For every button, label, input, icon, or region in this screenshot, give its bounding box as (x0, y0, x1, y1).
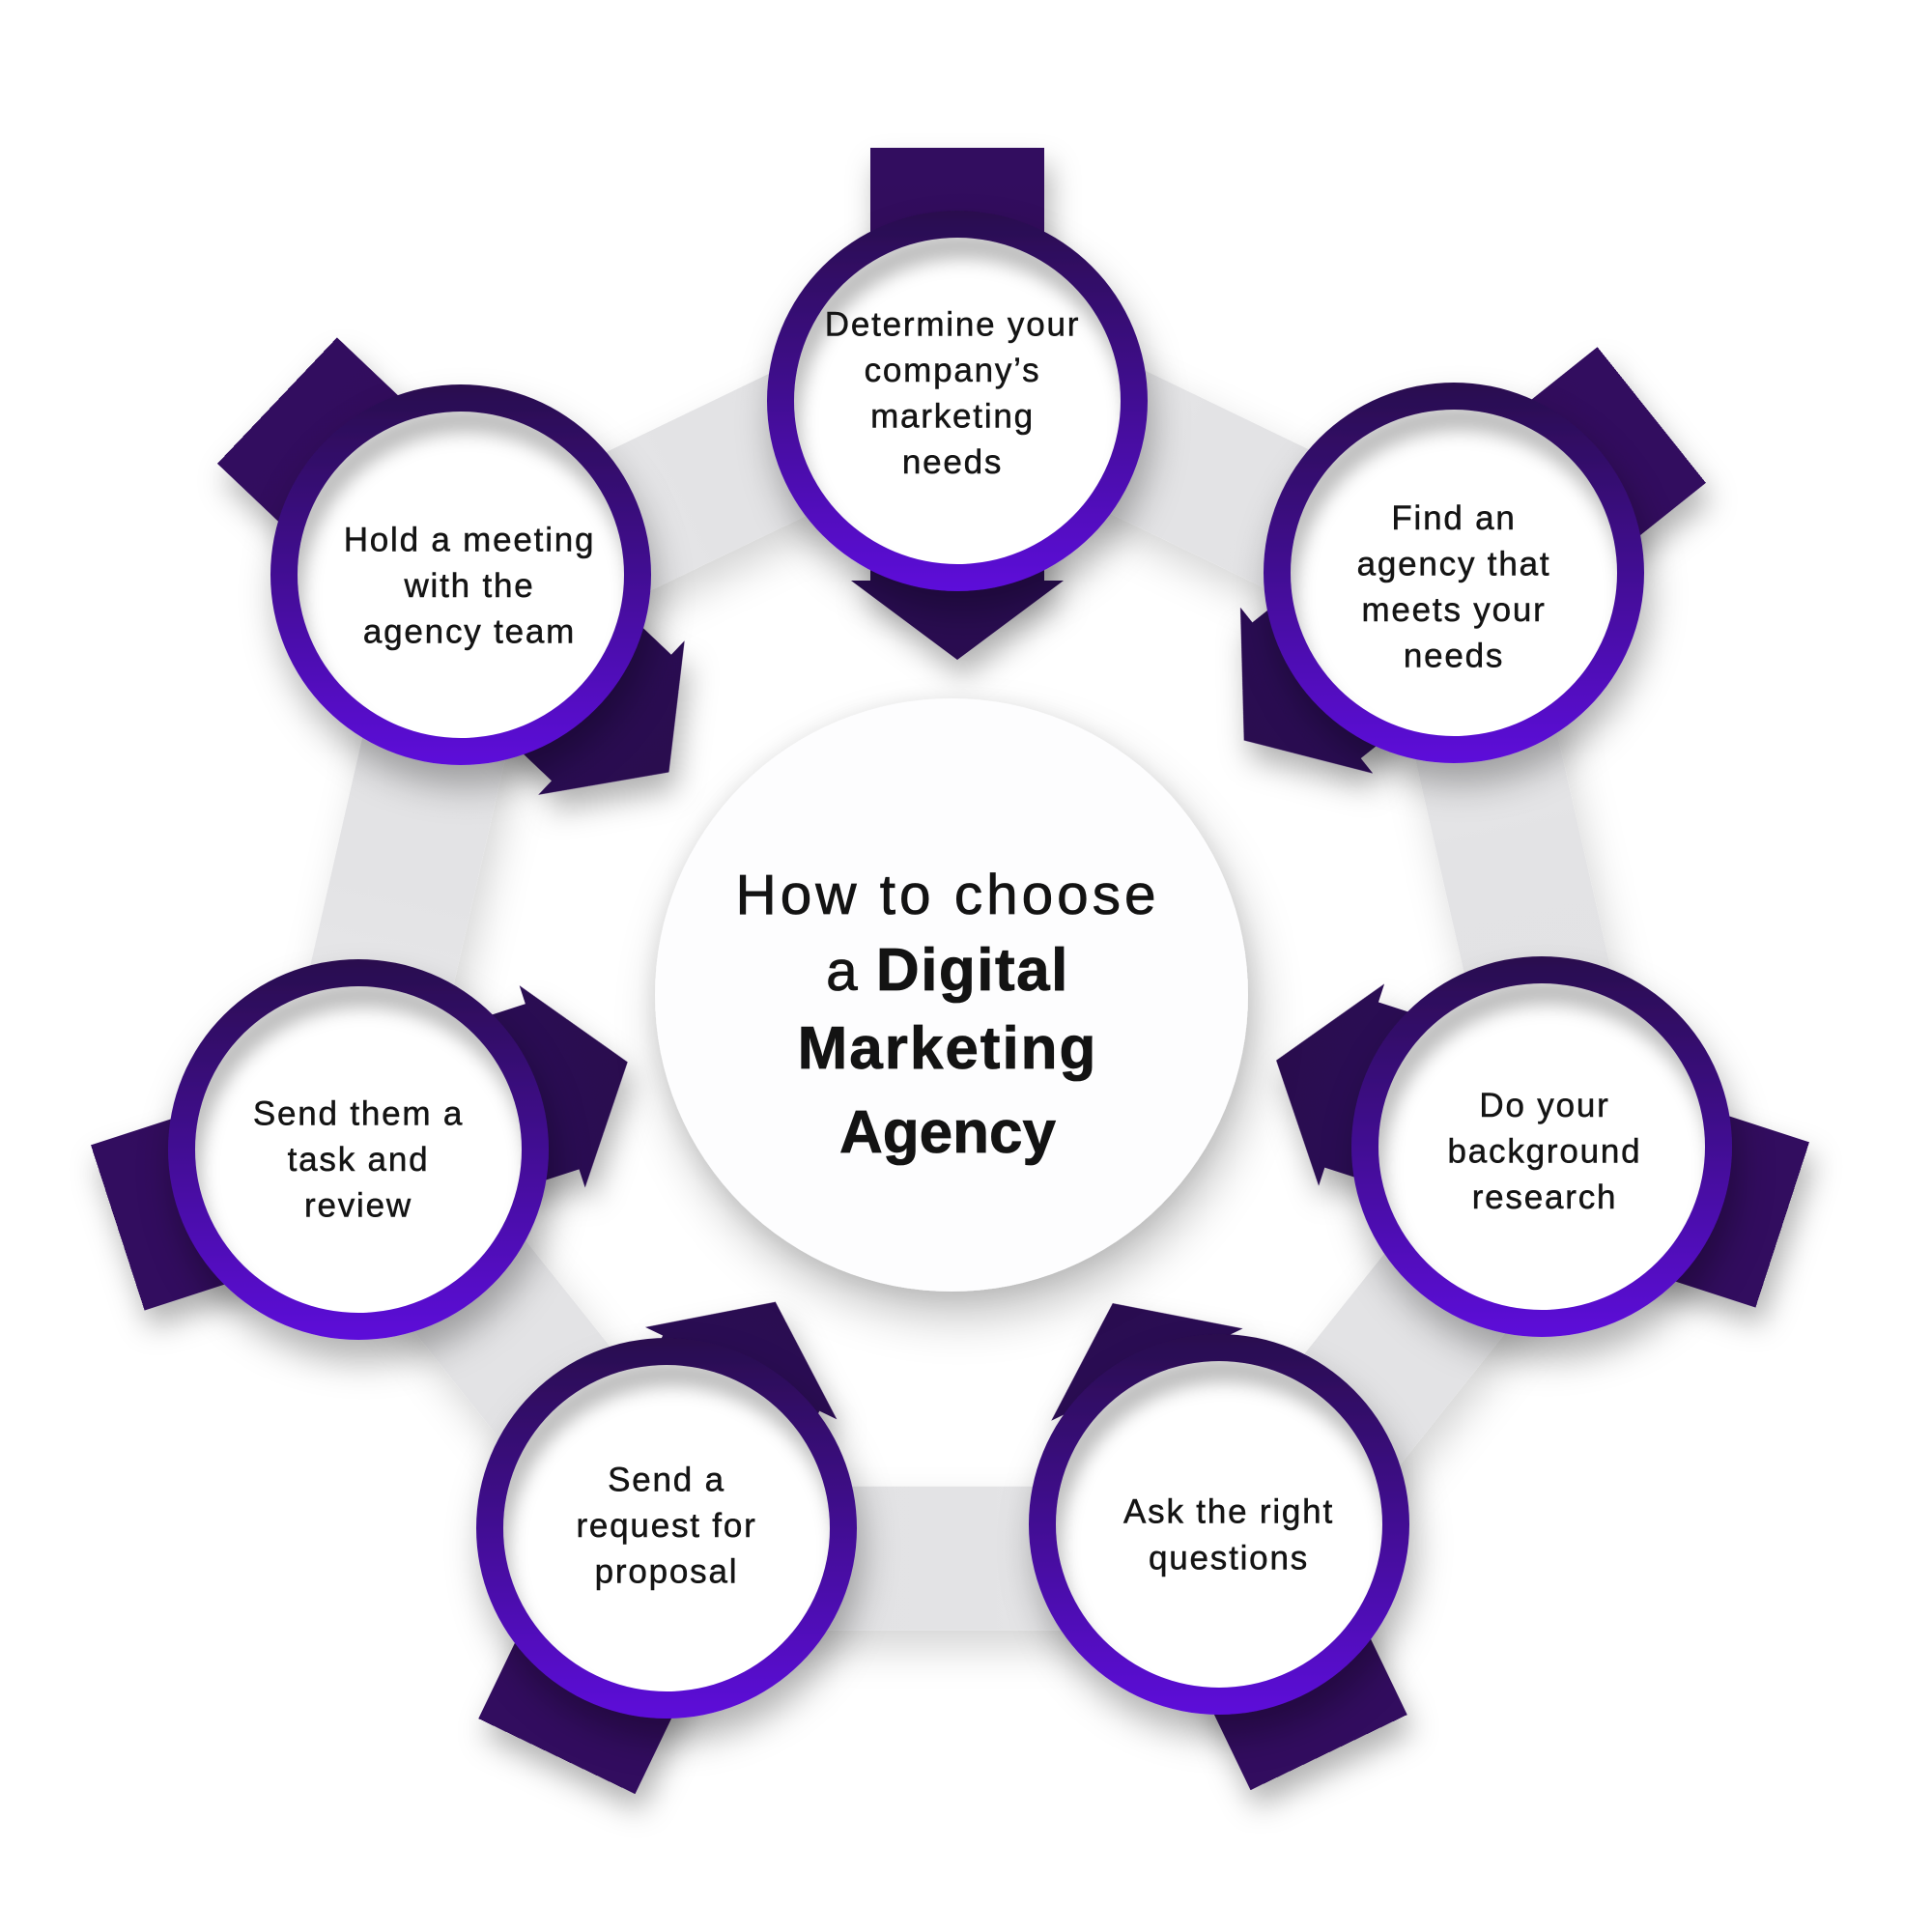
svg-text:marketing: marketing (870, 398, 1035, 436)
svg-text:request for: request for (576, 1507, 756, 1545)
svg-text:Determine your: Determine your (825, 306, 1080, 344)
svg-text:Send a: Send a (608, 1462, 725, 1499)
svg-text:Hold a meeting: Hold a meeting (344, 522, 596, 559)
svg-text:needs: needs (902, 443, 1003, 481)
svg-text:Send them a: Send them a (253, 1095, 464, 1133)
svg-text:research: research (1472, 1179, 1618, 1216)
svg-text:task and: task and (288, 1141, 430, 1179)
svg-text:proposal: proposal (595, 1553, 739, 1591)
svg-text:review: review (304, 1187, 412, 1225)
svg-text:Do your: Do your (1479, 1087, 1609, 1124)
svg-text:with the: with the (403, 567, 534, 605)
svg-text:Agency: Agency (839, 1099, 1056, 1166)
svg-text:company’s: company’s (865, 352, 1041, 389)
svg-text:agency team: agency team (363, 613, 576, 651)
svg-text:a Digital: a Digital (826, 937, 1069, 1004)
svg-text:background: background (1448, 1133, 1642, 1171)
svg-text:Ask the right: Ask the right (1123, 1493, 1334, 1531)
svg-text:Marketing: Marketing (798, 1015, 1098, 1082)
svg-text:agency that: agency that (1357, 546, 1551, 583)
svg-text:How to choose: How to choose (736, 864, 1160, 926)
svg-text:meets your: meets your (1361, 591, 1546, 629)
svg-text:needs: needs (1404, 638, 1504, 675)
svg-text:Find an: Find an (1391, 499, 1516, 537)
svg-text:questions: questions (1149, 1540, 1309, 1577)
